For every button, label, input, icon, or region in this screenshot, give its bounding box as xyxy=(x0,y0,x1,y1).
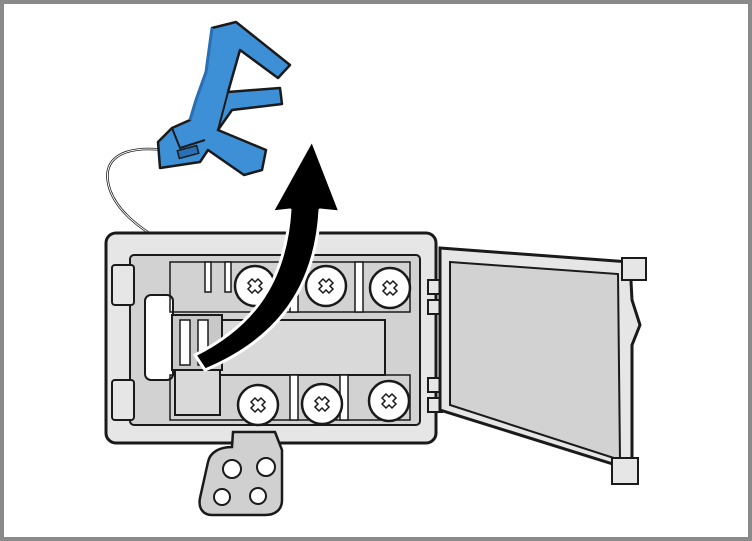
screw-icon xyxy=(304,264,348,308)
curved-arrow-icon xyxy=(193,138,342,372)
screw-icon xyxy=(236,383,280,427)
screw-icon xyxy=(367,379,411,423)
tether-cable xyxy=(106,147,166,242)
bracket-icon xyxy=(198,430,284,517)
screw-icon xyxy=(368,266,412,310)
hinged-cover-icon xyxy=(438,246,647,485)
screw-icon xyxy=(300,382,344,426)
fuse-puller-tool-icon xyxy=(156,20,292,177)
fuse-box-housing xyxy=(104,231,443,445)
